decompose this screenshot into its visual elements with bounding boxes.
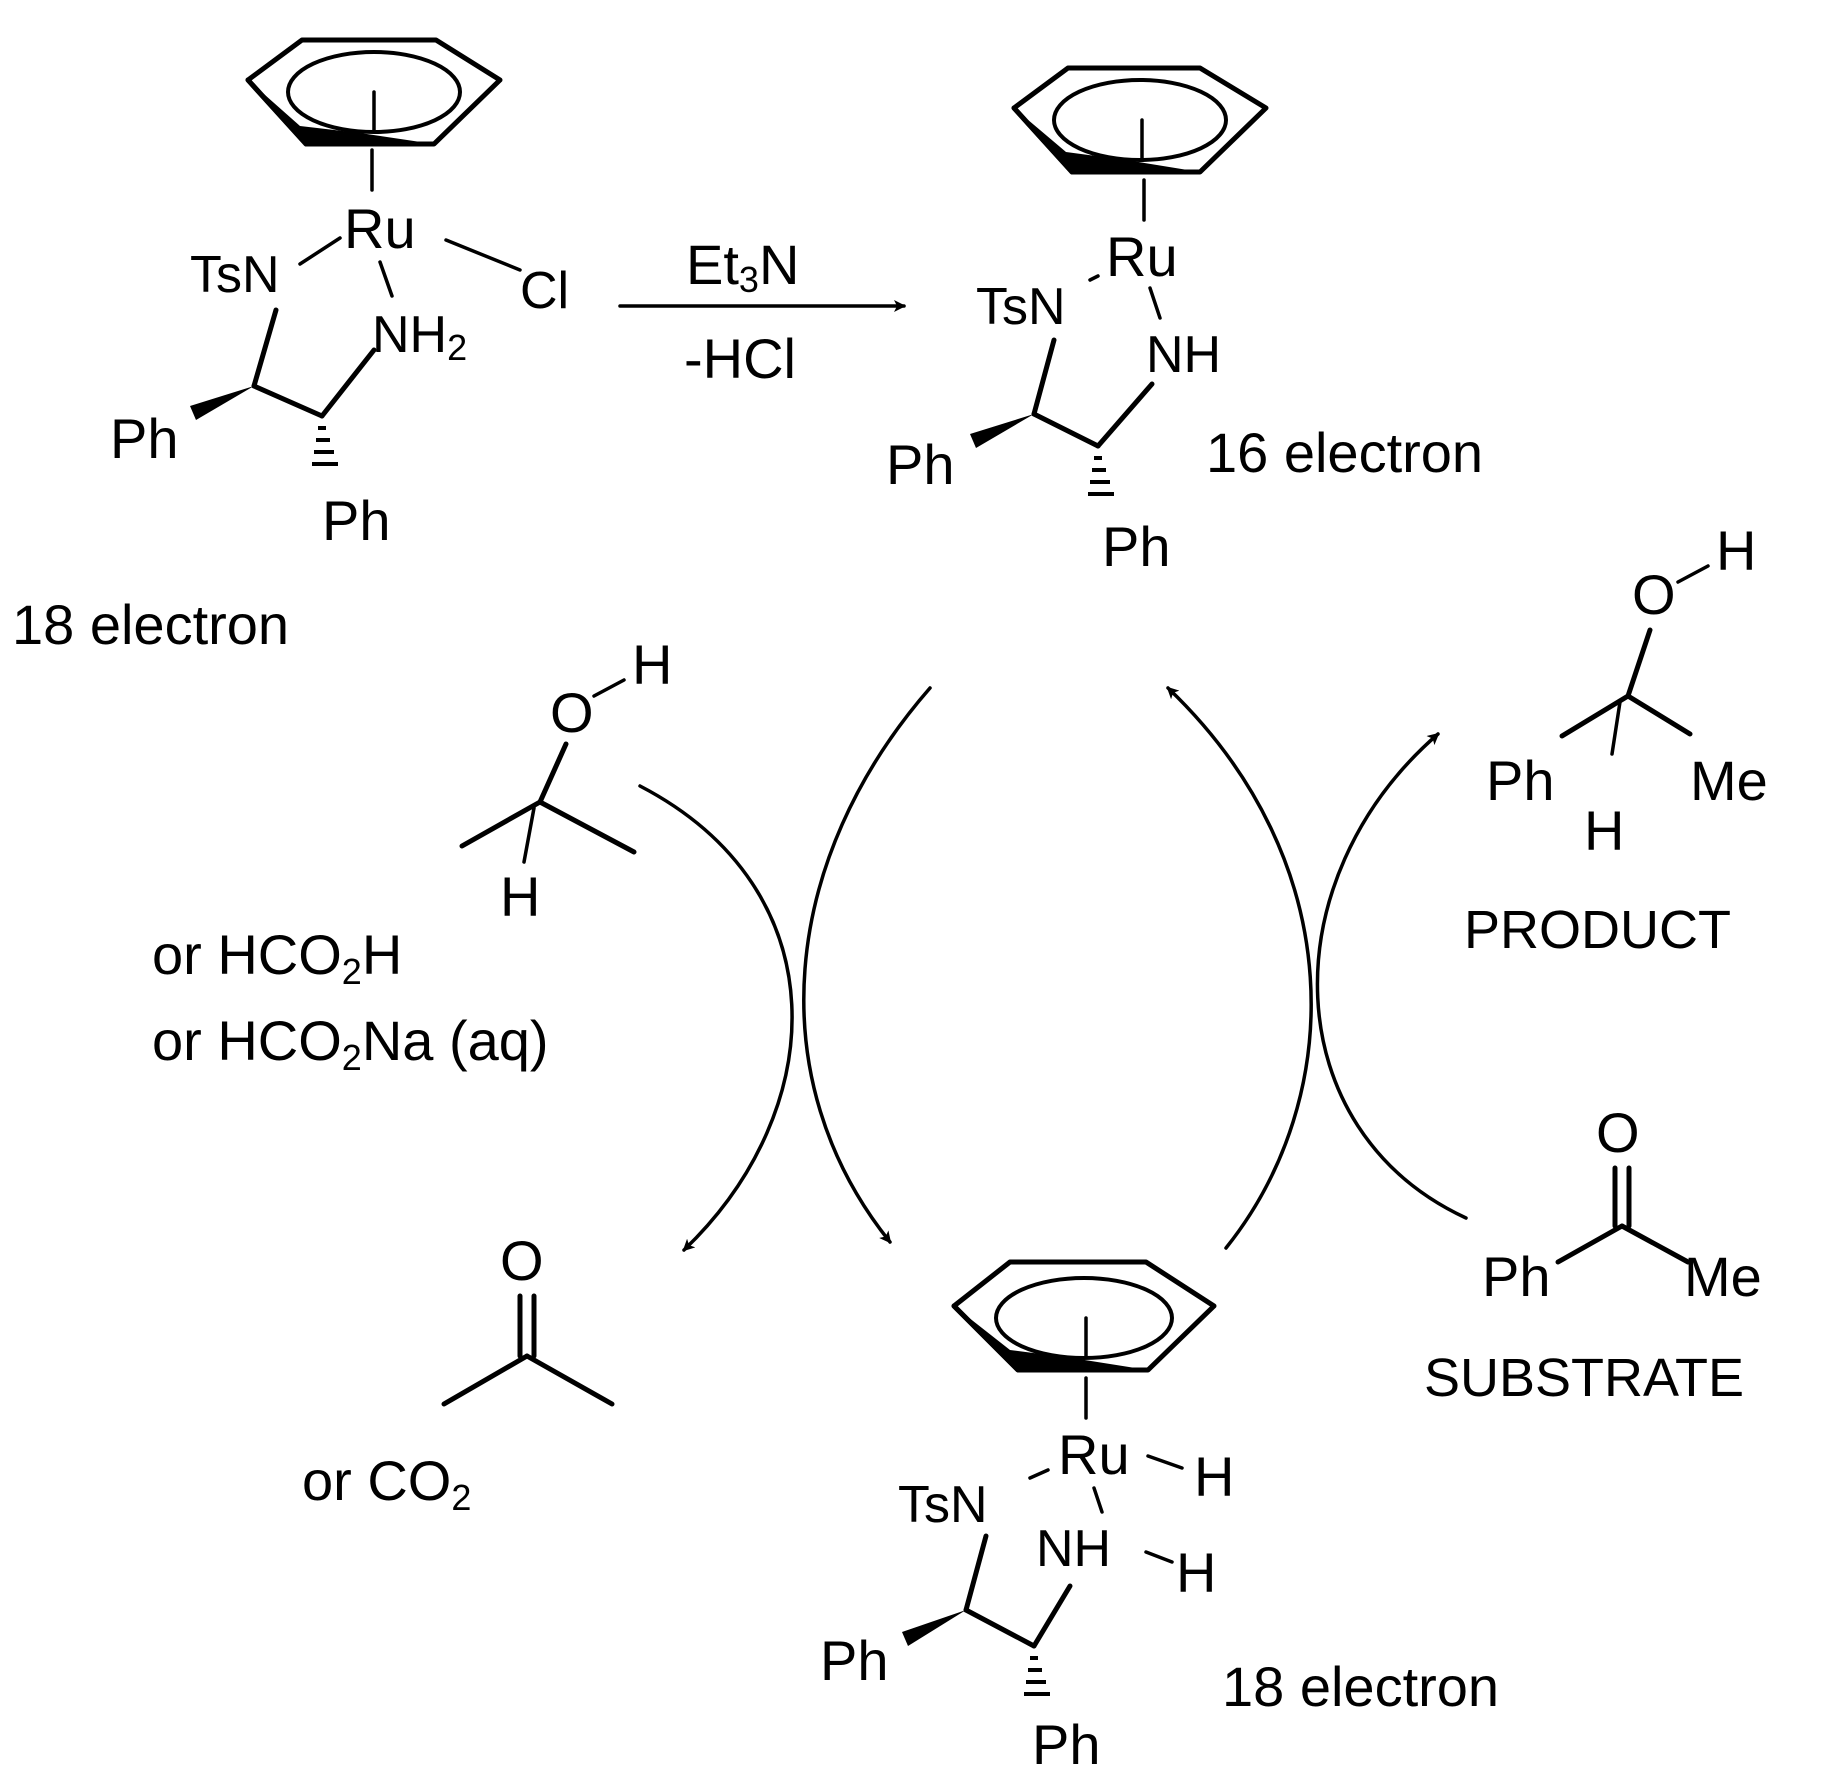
wedge-bond-icon [970, 414, 1034, 448]
substrate-label: SUBSTRATE [1424, 1348, 1744, 1408]
formic-acid-label: or HCO2H [152, 923, 402, 992]
ru-n-bond [1028, 1468, 1050, 1480]
c-me-bond [1625, 693, 1693, 737]
c1-c2-bond [963, 1607, 1037, 1649]
c1-c2-bond [1031, 411, 1101, 449]
oxygen-label: O [500, 1229, 544, 1292]
ph1-label: Ph [110, 407, 179, 470]
me-label: Me [1684, 1245, 1762, 1308]
c-ph-bond [1559, 693, 1631, 739]
tsn-label: TsN [976, 278, 1066, 336]
oxygen-label: O [1632, 563, 1676, 626]
o-h-bond [592, 678, 626, 698]
ph2-label: Ph [1032, 1713, 1101, 1776]
ru-nh-bond [1092, 1486, 1104, 1514]
c-methyl-bond [459, 799, 543, 849]
product-alcohol: O H Ph H Me PRODUCT [1464, 519, 1768, 960]
amine-h-label: H [1176, 1541, 1216, 1604]
ph-label: Ph [1486, 749, 1555, 812]
methine-h-label: H [1584, 799, 1624, 862]
c2-n-bond [1031, 1583, 1073, 1649]
cycle-arrow-right [1166, 686, 1313, 1250]
cl-label: Cl [520, 262, 569, 320]
n-c1-bond [1031, 337, 1057, 417]
co2-label: or CO2 [302, 1449, 471, 1518]
substrate-ketone: O Ph Me SUBSTRATE [1424, 1101, 1762, 1408]
arene-ring-icon [1011, 65, 1269, 175]
hydride-18e-complex: Ru H TsN NH H Ph Ph 18 electron [820, 1259, 1499, 1776]
c-me-bond [1619, 1223, 1691, 1265]
ru-h-bond [1146, 1454, 1184, 1470]
wedge-bond-icon [902, 1610, 966, 1646]
electron-count-label: 18 electron [1222, 1655, 1499, 1718]
ru-cl-bond [444, 238, 522, 272]
c2-n-bond [319, 347, 377, 419]
ph-label: Ph [1482, 1245, 1551, 1308]
c-h-bond [1610, 700, 1622, 756]
n-c1-bond [963, 1533, 989, 1613]
ph1-label: Ph [820, 1629, 889, 1692]
hashed-bond-icon [1024, 1656, 1050, 1696]
tsn-label: TsN [898, 1476, 988, 1534]
n-h-bond [1144, 1550, 1174, 1564]
hashed-bond-icon [1088, 456, 1114, 496]
ph2-label: Ph [322, 489, 391, 552]
hcl-label: -HCl [684, 327, 796, 390]
ph2-label: Ph [1102, 515, 1171, 578]
c-methyl-bond [441, 1353, 530, 1407]
hydrogen-donor: O H H or HCO2H or HCO2Na (aq) [152, 633, 672, 1078]
c1-c2-bond [251, 383, 325, 419]
arene-ring-icon [245, 37, 503, 147]
activation-step: Et3N -HCl [618, 233, 906, 390]
c-o-bond [537, 741, 569, 805]
cycle-arrows [638, 686, 1468, 1252]
product-label: PRODUCT [1464, 900, 1731, 960]
oxygen-label: O [1596, 1101, 1640, 1164]
c-methyl-bond [524, 1353, 615, 1407]
c-h-bond [522, 806, 536, 864]
c-ph-bond [1555, 1223, 1625, 1265]
ph1-label: Ph [886, 433, 955, 496]
c2-n-bond [1095, 381, 1155, 449]
c-o-bond [1625, 627, 1653, 699]
ru-label: Ru [344, 197, 416, 260]
ru-n-bond [298, 236, 342, 266]
catalyst-16e-complex: Ru TsN NH Ph Ph 16 electron [886, 65, 1483, 578]
ru-nh-bond [1148, 286, 1162, 320]
wedge-bond-icon [190, 386, 254, 420]
arene-ring-icon [951, 1259, 1217, 1373]
ru-label: Ru [1058, 1423, 1130, 1486]
donor-arrow [638, 784, 794, 1252]
ru-n-bond [1088, 274, 1100, 282]
nh-label: NH [1036, 1520, 1111, 1578]
substrate-arrow [1315, 732, 1468, 1220]
ru-nh2-bond [378, 260, 394, 298]
me-label: Me [1690, 749, 1768, 812]
nh2-label: NH2 [372, 306, 467, 368]
tsn-label: TsN [190, 246, 280, 304]
precatalyst-complex: Ru TsN Cl NH2 Ph Ph 18 electron [12, 37, 569, 656]
ru-label: Ru [1106, 225, 1178, 288]
oxygen-label: O [550, 681, 594, 744]
methine-h-label: H [500, 865, 540, 928]
et3n-label: Et3N [686, 233, 799, 300]
o-h-bond [1676, 564, 1710, 584]
nh-label: NH [1146, 326, 1221, 384]
n-c1-bond [251, 307, 279, 389]
electron-count-label: 16 electron [1206, 421, 1483, 484]
sodium-formate-label: or HCO2Na (aq) [152, 1009, 549, 1078]
hashed-bond-icon [312, 426, 338, 466]
hydroxyl-h-label: H [1716, 519, 1756, 582]
cycle-arrow-left [802, 686, 932, 1244]
electron-count-label: 18 electron [12, 593, 289, 656]
c-methyl-bond [537, 799, 637, 855]
donor-byproduct: O or CO2 [302, 1229, 615, 1518]
hydroxyl-h-label: H [632, 633, 672, 696]
ru-hydride-label: H [1194, 1445, 1234, 1508]
